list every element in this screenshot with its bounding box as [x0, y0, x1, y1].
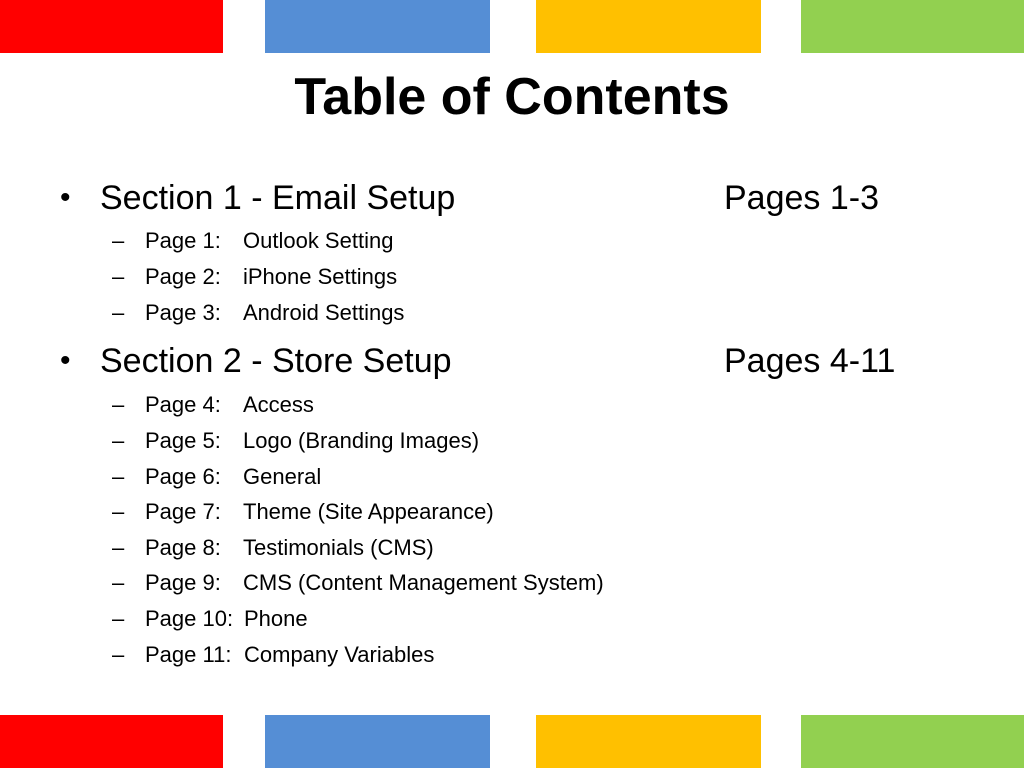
bottom-blue-bar	[265, 715, 490, 768]
list-item: – Page 1: Outlook Setting	[0, 224, 1024, 258]
bottom-red-bar	[0, 715, 223, 768]
page-topic: iPhone Settings	[243, 264, 398, 289]
dash-icon: –	[112, 642, 125, 667]
list-item: – Page 3: Android Settings	[0, 296, 1024, 330]
section-1-label: Section 1 - Email Setup	[100, 179, 456, 217]
page-number: Page 9:	[145, 570, 221, 595]
dash-icon: –	[112, 464, 125, 489]
bullet-icon: •	[60, 181, 71, 214]
bullet-icon: •	[60, 344, 71, 377]
top-blue-bar	[265, 0, 490, 53]
list-item: – Page 7: Theme (Site Appearance)	[0, 495, 1024, 529]
dash-icon: –	[112, 499, 125, 524]
list-item: – Page 4: Access	[0, 388, 1024, 422]
page-number: Page 2:	[145, 264, 221, 289]
page-number: Page 3:	[145, 300, 221, 325]
page-number: Page 11:	[145, 642, 232, 667]
page-number: Page 1:	[145, 228, 221, 253]
section-2-label: Section 2 - Store Setup	[100, 342, 452, 380]
dash-icon: –	[112, 228, 125, 253]
top-red-bar	[0, 0, 223, 53]
list-item: – Page 8: Testimonials (CMS)	[0, 531, 1024, 565]
section-2-pages: Pages 4-11	[724, 342, 896, 380]
page-number: Page 10:	[145, 606, 234, 631]
bottom-yellow-bar	[536, 715, 761, 768]
section-1: • Section 1 - Email Setup Pages 1-3	[0, 176, 1024, 220]
page-number: Page 4:	[145, 392, 221, 417]
page-number: Page 8:	[145, 535, 221, 560]
page-topic: Phone	[244, 606, 308, 631]
page-topic: Access	[243, 392, 314, 417]
dash-icon: –	[112, 264, 125, 289]
section-1-pages: Pages 1-3	[724, 179, 879, 217]
list-item: – Page 11: Company Variables	[0, 638, 1024, 672]
dash-icon: –	[112, 570, 125, 595]
section-2: • Section 2 - Store Setup Pages 4-11	[0, 339, 1024, 383]
page-topic: Testimonials (CMS)	[243, 535, 434, 560]
page-topic: Logo (Branding Images)	[243, 428, 480, 453]
dash-icon: –	[112, 392, 125, 417]
page-topic: General	[243, 464, 322, 489]
page-number: Page 7:	[145, 499, 221, 524]
list-item: – Page 6: General	[0, 460, 1024, 494]
list-item: – Page 2: iPhone Settings	[0, 260, 1024, 294]
page-topic: CMS (Content Management System)	[243, 570, 604, 595]
top-yellow-bar	[536, 0, 761, 53]
list-item: – Page 9: CMS (Content Management System…	[0, 566, 1024, 600]
page-title: Table of Contents	[294, 68, 730, 126]
dash-icon: –	[112, 606, 125, 631]
page-number: Page 6:	[145, 464, 221, 489]
list-item: – Page 5: Logo (Branding Images)	[0, 424, 1024, 458]
page-topic: Android Settings	[243, 300, 405, 325]
page-topic: Company Variables	[244, 642, 435, 667]
page-topic: Outlook Setting	[243, 228, 394, 253]
list-item: – Page 10: Phone	[0, 602, 1024, 636]
bottom-green-bar	[801, 715, 1024, 768]
dash-icon: –	[112, 300, 125, 325]
page-number: Page 5:	[145, 428, 221, 453]
page-topic: Theme (Site Appearance)	[243, 499, 494, 524]
dash-icon: –	[112, 535, 125, 560]
dash-icon: –	[112, 428, 125, 453]
top-green-bar	[801, 0, 1024, 53]
